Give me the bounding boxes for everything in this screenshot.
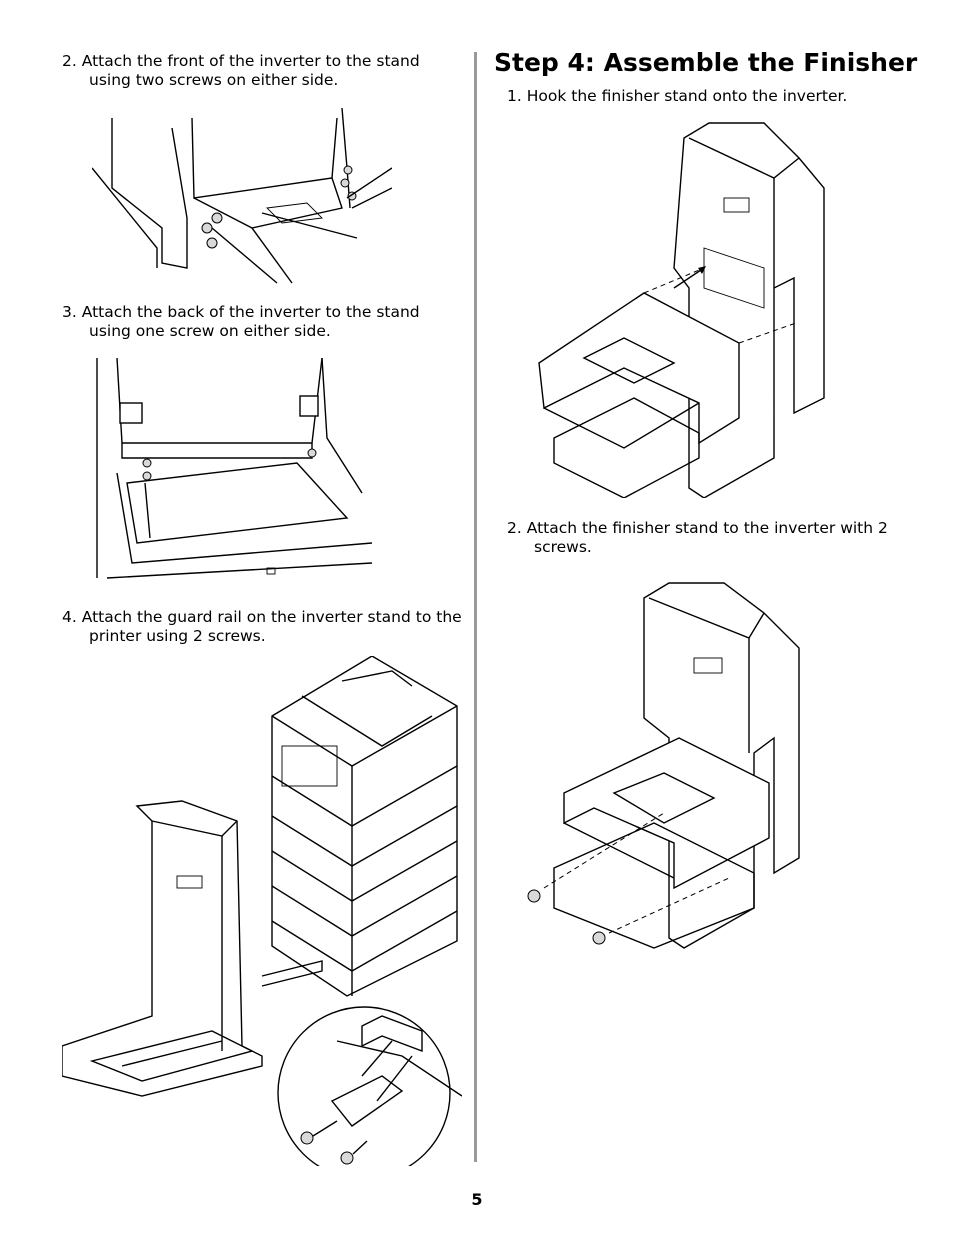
instruction-step-3: 3. Attach the back of the inverter to th…: [62, 303, 420, 340]
figure-guard-rail: [62, 656, 462, 1166]
instruction-step-2: 2. Attach the front of the inverter to t…: [62, 52, 420, 89]
figure-back-screws: [92, 358, 382, 588]
figure-front-screws: [92, 108, 392, 288]
instruction-step-4: 4. Attach the guard rail on the inverter…: [62, 608, 462, 645]
section-heading: Step 4: Assemble the Finisher: [494, 48, 918, 77]
column-divider: [474, 52, 477, 1162]
finisher-step-2: 2. Attach the finisher stand to the inve…: [507, 519, 888, 556]
figure-attach-finisher-screws: [524, 578, 809, 968]
finisher-step-1: 1. Hook the finisher stand onto the inve…: [507, 87, 848, 105]
figure-hook-finisher-stand: [534, 118, 844, 498]
page-number: 5: [471, 1190, 483, 1209]
